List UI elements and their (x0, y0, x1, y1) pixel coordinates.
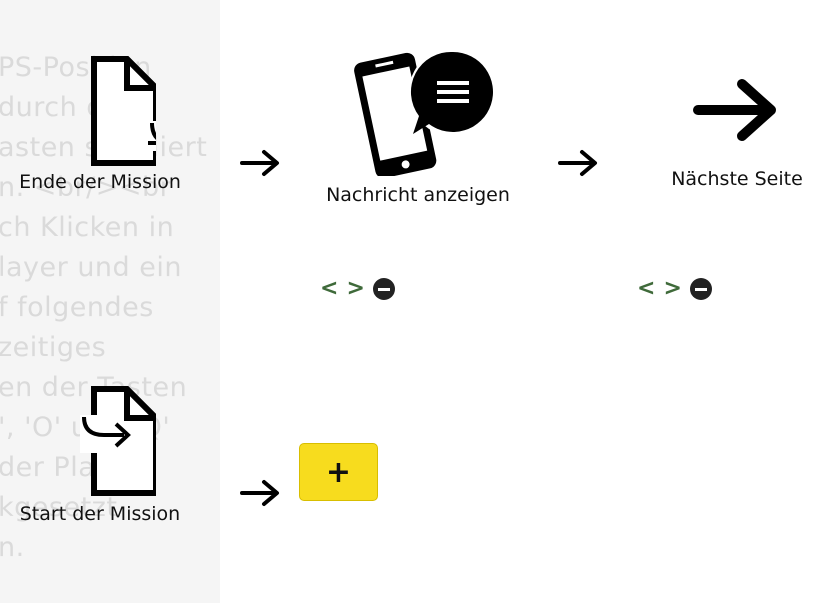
flow-arrow-icon (240, 480, 279, 506)
event-label: Ende der Mission (19, 171, 181, 193)
remove-icon[interactable] (689, 278, 712, 300)
bg-text-line: ch Klicken in (0, 212, 175, 243)
action-controls: < > (320, 278, 395, 300)
action-label: Nachricht anzeigen (326, 184, 510, 206)
move-left-button[interactable]: < (320, 276, 339, 301)
move-right-button[interactable]: > (346, 276, 365, 301)
move-left-button[interactable]: < (637, 276, 656, 301)
action-controls: < > (637, 278, 712, 300)
event-mission-end[interactable]: Ende der Mission (10, 55, 190, 193)
event-label: Start der Mission (19, 503, 181, 525)
action-next-page[interactable]: Nächste Seite (660, 78, 814, 190)
flow-arrow-icon (558, 150, 597, 176)
plus-icon: + (325, 454, 352, 490)
bg-text-line: layer und ein (0, 252, 182, 283)
add-action-button[interactable]: + (299, 443, 378, 501)
action-label: Nächste Seite (671, 168, 803, 190)
action-show-message[interactable]: Nachricht anzeigen (318, 44, 518, 206)
flow-arrow-icon (240, 150, 279, 176)
event-mission-start[interactable]: Start der Mission (10, 385, 190, 525)
bg-text-line: kgesetzt (0, 492, 118, 523)
bg-text-line: n. <br/><br (0, 172, 172, 203)
bg-text-line: n. (0, 532, 25, 563)
arrow-right-icon (693, 79, 776, 141)
remove-icon[interactable] (372, 278, 395, 300)
file-enter-icon (80, 386, 159, 496)
move-right-button[interactable]: > (663, 276, 682, 301)
file-exit-icon (91, 56, 181, 166)
phone-message-icon (354, 48, 497, 179)
bg-text-line: f folgendes (0, 292, 154, 323)
bg-text-line: zeitiges (0, 332, 107, 363)
